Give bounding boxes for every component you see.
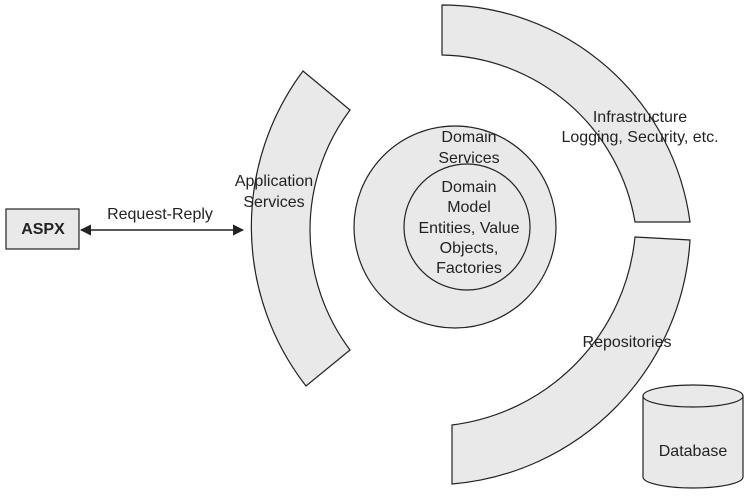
request-reply-label: Request-Reply — [107, 206, 213, 223]
database-cylinder — [642, 384, 744, 489]
domain-model-label-line4: Objects, — [440, 240, 499, 257]
domain-model-label-line2: Model — [447, 199, 491, 216]
repositories-label: Repositories — [583, 334, 672, 351]
application-services-label-line1: Application — [235, 173, 313, 190]
domain-model-label-line1: Domain — [441, 179, 496, 196]
domain-model-circle — [403, 163, 531, 291]
aspx-label: ASPX — [21, 221, 65, 238]
infrastructure-label-line1: Infrastructure — [593, 109, 687, 126]
database-label: Database — [659, 443, 728, 460]
domain-model-label-line3: Entities, Value — [418, 220, 519, 237]
application-services-label-line2: Services — [243, 194, 304, 211]
aspx-box — [5, 208, 80, 250]
domain-model-label-line5: Factories — [436, 260, 502, 277]
repositories-arc — [451, 236, 691, 485]
application-services-arc — [250, 70, 351, 387]
infrastructure-arc — [441, 4, 691, 223]
domain-services-label-line2: Services — [438, 150, 499, 167]
domain-services-label-line1: Domain — [441, 129, 496, 146]
infrastructure-label-line2: Logging, Security, etc. — [561, 129, 718, 146]
